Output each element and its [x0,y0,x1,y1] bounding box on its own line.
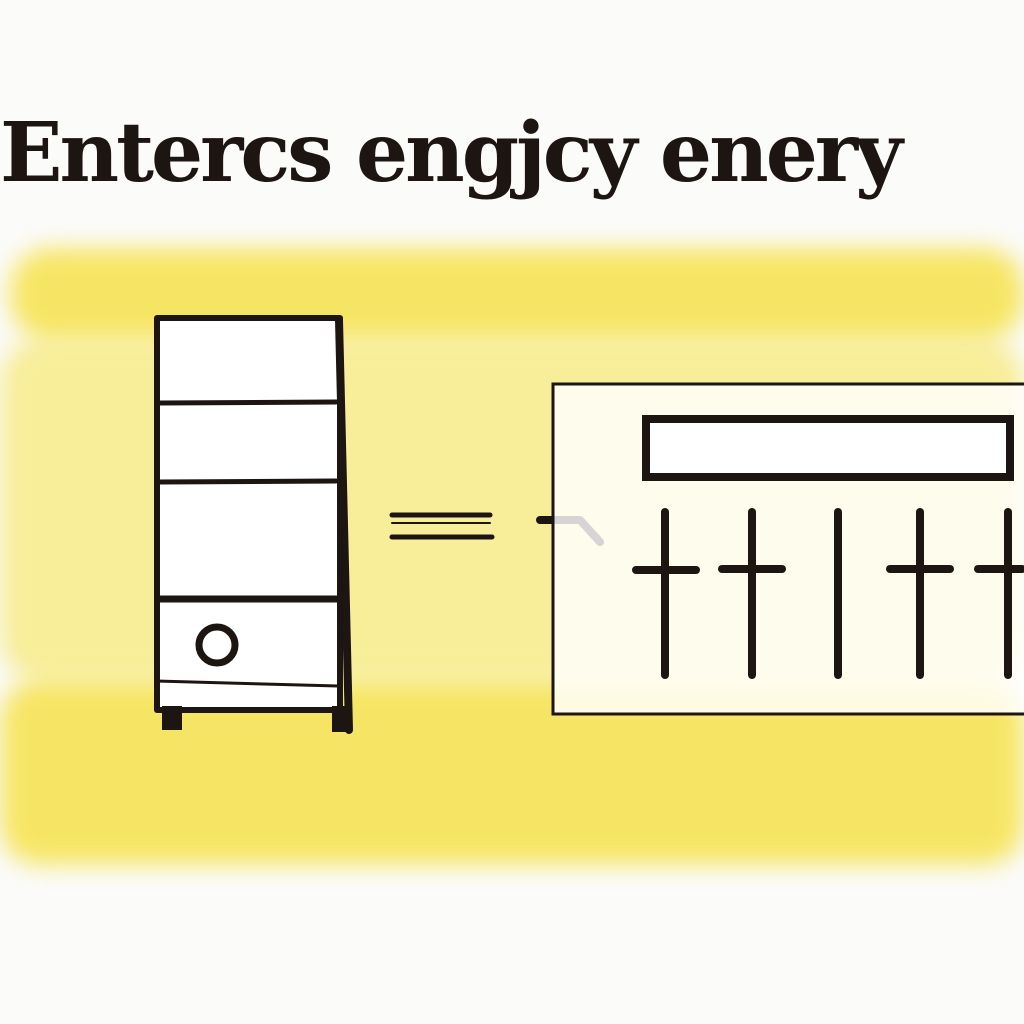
page-title: Entercs engjcy enery [0,105,903,201]
power-button-icon [195,623,239,667]
display-bar [642,415,1014,481]
equals-connector-icon [389,512,495,540]
tower-foot-left [162,706,182,730]
server-tower-icon [154,315,353,734]
tower-foot-right [332,706,352,732]
equalizer-panel-icon [551,382,1024,716]
